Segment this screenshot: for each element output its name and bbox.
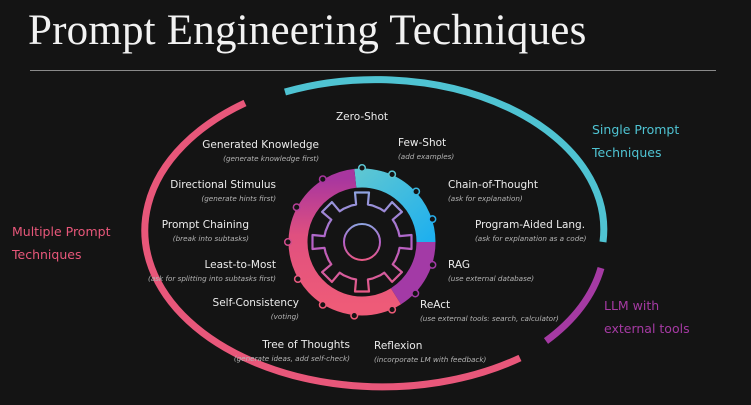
technique-desc: (add examples) xyxy=(398,152,455,161)
ring-marker-dot xyxy=(428,260,437,269)
technique-desc: (ask for splitting into subtasks first) xyxy=(148,274,276,283)
group-label-external-tools: LLM with external tools xyxy=(604,294,690,340)
gear-hub-icon xyxy=(336,216,388,268)
title-divider xyxy=(30,70,716,71)
ring-marker-dot xyxy=(350,311,359,320)
single-prompt-arc xyxy=(284,76,608,243)
ring-marker-dot xyxy=(292,203,301,212)
ring-segment-multiple xyxy=(288,168,401,316)
technique-name: Tree of Thoughts xyxy=(262,339,350,351)
group-label-line: Multiple Prompt xyxy=(12,224,111,239)
technique-desc: (use external database) xyxy=(448,274,535,283)
technique-desc: (break into subtasks) xyxy=(172,234,249,243)
technique-zero-shot: Zero-Shot xyxy=(336,111,388,123)
technique-least-to-most: Least-to-Most (ask for splitting into su… xyxy=(148,259,276,283)
ring-marker-dot xyxy=(388,170,397,179)
technique-ring xyxy=(288,168,436,316)
technique-few-shot: Few-Shot (add examples) xyxy=(398,137,454,161)
ring-marker-dot xyxy=(388,305,397,314)
ring-marker-dot xyxy=(318,300,327,309)
technique-name: Directional Stimulus xyxy=(170,179,276,191)
technique-desc: (voting) xyxy=(270,312,299,321)
technique-name: RAG xyxy=(448,259,471,271)
technique-name: Program-Aided Lang. xyxy=(475,219,586,231)
ring-segment-single xyxy=(354,168,436,243)
technique-react: ReAct (use external tools: search, calcu… xyxy=(420,299,559,323)
slide-title: Prompt Engineering Techniques xyxy=(28,7,587,54)
group-label-line: Single Prompt xyxy=(592,122,680,137)
external-tools-arc xyxy=(543,266,605,344)
technique-name: Chain-of-Thought xyxy=(448,179,538,191)
technique-name: Zero-Shot xyxy=(335,111,389,123)
gear-hub-circle xyxy=(343,223,381,261)
group-label-line: Techniques xyxy=(12,247,82,262)
ring-marker-dot xyxy=(357,163,367,173)
technique-desc: (generate hints first) xyxy=(201,194,276,203)
ring-segment-tools xyxy=(390,241,436,305)
technique-name: Prompt Chaining xyxy=(161,219,249,231)
technique-name: Generated Knowledge xyxy=(202,139,319,151)
ring-marker-dot xyxy=(412,187,421,196)
ring-markers xyxy=(283,163,437,320)
ring-marker-dot xyxy=(428,215,437,224)
technique-name: Least-to-Most xyxy=(204,259,276,271)
technique-tree-of-thoughts: Tree of Thoughts (generate ideas, add se… xyxy=(234,339,350,363)
technique-self-consistency: Self-Consistency (voting) xyxy=(213,297,299,321)
technique-desc: (generate knowledge first) xyxy=(223,154,319,163)
multiple-prompt-arc xyxy=(141,99,522,391)
technique-desc: (ask for explanation as a code) xyxy=(475,234,587,243)
technique-desc: (generate ideas, add self-check) xyxy=(233,354,350,363)
ring-marker-dot xyxy=(411,289,420,298)
technique-name: ReAct xyxy=(420,299,451,311)
technique-reflexion: Reflexion (incorporate LM with feedback) xyxy=(374,340,486,364)
ring-marker-dot xyxy=(293,274,302,284)
technique-program-aided-lang: Program-Aided Lang. (ask for explanation… xyxy=(475,219,586,243)
ring-marker-dot xyxy=(283,237,293,247)
technique-directional-stimulus: Directional Stimulus (generate hints fir… xyxy=(170,179,276,203)
ring-marker-dot xyxy=(318,175,327,184)
technique-desc: (incorporate LM with feedback) xyxy=(374,355,487,364)
technique-chain-of-thought: Chain-of-Thought (ask for explanation) xyxy=(448,179,538,203)
group-label-multiple-prompt: Multiple Prompt Techniques xyxy=(12,220,110,266)
technique-desc: (use external tools: search, calculator) xyxy=(420,314,559,323)
group-label-line: Techniques xyxy=(592,145,662,160)
technique-name: Few-Shot xyxy=(398,137,447,149)
technique-desc: (ask for explanation) xyxy=(448,194,523,203)
group-label-single-prompt: Single Prompt Techniques xyxy=(592,118,679,164)
technique-name: Self-Consistency xyxy=(212,297,299,309)
group-label-line: external tools xyxy=(604,321,690,336)
technique-name: Reflexion xyxy=(374,340,423,352)
technique-prompt-chaining: Prompt Chaining (break into subtasks) xyxy=(162,219,249,243)
gear-icon xyxy=(311,191,413,293)
technique-generated-knowledge: Generated Knowledge (generate knowledge … xyxy=(202,139,319,163)
technique-rag: RAG (use external database) xyxy=(448,259,534,283)
group-label-line: LLM with xyxy=(604,298,660,313)
